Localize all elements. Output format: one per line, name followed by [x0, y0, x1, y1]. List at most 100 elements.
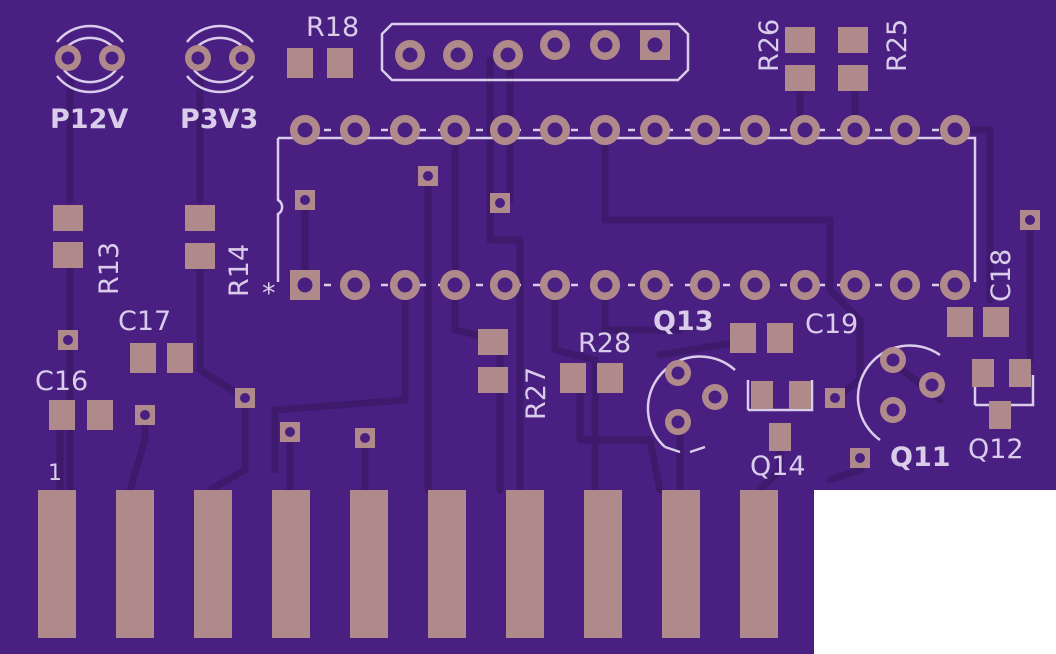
edge-finger-1 — [38, 490, 76, 638]
via-pad — [418, 166, 438, 186]
q13-pin — [702, 384, 728, 410]
edge-finger-3 — [194, 490, 232, 638]
c16-pad — [49, 400, 75, 430]
edge-finger-5 — [350, 490, 388, 638]
header-pin — [540, 30, 570, 60]
label-r25: R25 — [882, 19, 913, 72]
r26-pad — [785, 65, 815, 91]
via-pad — [850, 448, 870, 468]
q14-pad — [769, 423, 791, 451]
ic-pin-top — [940, 115, 970, 145]
ic-pin-bottom — [790, 270, 820, 300]
p12v-pin — [99, 45, 125, 71]
ic-pin-bottom — [390, 270, 420, 300]
label-c16: C16 — [35, 366, 88, 397]
r13-pad — [53, 242, 83, 268]
r28-pad — [560, 363, 586, 393]
header-pin-1 — [640, 30, 670, 60]
r27-pad — [478, 329, 508, 355]
ic-pin-bottom — [840, 270, 870, 300]
q13-outline — [646, 355, 736, 454]
edge-finger-9 — [662, 490, 700, 638]
label-c19: C19 — [805, 309, 858, 340]
r26-pad — [785, 27, 815, 53]
ic-pin-bottom — [940, 270, 970, 300]
ic-pin-top — [790, 115, 820, 145]
ic-pin-top — [690, 115, 720, 145]
r25-pad — [838, 65, 868, 91]
q13-pin — [665, 409, 691, 435]
edge-finger-6 — [428, 490, 466, 638]
header-outline — [380, 22, 690, 82]
r18-pad — [327, 48, 353, 78]
ic-pin-top — [590, 115, 620, 145]
q11-pin — [880, 397, 906, 423]
ic-pin-top — [740, 115, 770, 145]
q14-pad — [789, 381, 811, 409]
ic-pin-bottom — [890, 270, 920, 300]
label-r28: R28 — [578, 328, 631, 359]
edge-finger-2 — [116, 490, 154, 638]
ic-pin-top — [490, 115, 520, 145]
edge-finger-4 — [272, 490, 310, 638]
edge-finger-8 — [584, 490, 622, 638]
label-c18: C18 — [986, 249, 1017, 302]
q12-pad — [972, 359, 994, 387]
via-pad — [280, 422, 300, 442]
r13-pad — [53, 205, 83, 231]
q11-pin — [919, 372, 945, 398]
label-r27: R27 — [521, 367, 552, 420]
via-pad — [825, 388, 845, 408]
p12v-pin — [55, 45, 81, 71]
ic-pin-bottom — [540, 270, 570, 300]
c17-pad — [130, 343, 156, 373]
p12v-outline — [56, 24, 124, 94]
label-q14: Q14 — [750, 451, 806, 482]
c19-pad — [730, 323, 756, 353]
q11-pin — [880, 347, 906, 373]
via-pad — [490, 193, 510, 213]
ic-pin1-marker: * — [262, 278, 276, 309]
ic-pin-bottom — [690, 270, 720, 300]
header-pin — [443, 40, 473, 70]
label-q12: Q12 — [968, 434, 1024, 465]
ic-pin-bottom — [340, 270, 370, 300]
label-p3v3: P3V3 — [180, 104, 258, 135]
ic-pin-top — [290, 115, 320, 145]
q12-pad — [989, 401, 1011, 429]
ic-pin-bottom — [740, 270, 770, 300]
r14-pad — [185, 243, 215, 269]
label-q11: Q11 — [890, 442, 951, 473]
via-pad — [355, 428, 375, 448]
q14-outline — [746, 380, 814, 412]
silkscreen-labels: P12V P3V3 R18 R26 R25 R13 R14 C17 C16 R2… — [35, 12, 1024, 486]
r28-pad — [597, 363, 623, 393]
label-r26: R26 — [754, 19, 785, 72]
label-r13: R13 — [94, 242, 125, 295]
via-pad — [235, 388, 255, 408]
ic-pin-top — [640, 115, 670, 145]
q14-pad — [751, 381, 773, 409]
c18-pad — [983, 307, 1009, 337]
ic-pin-bottom — [440, 270, 470, 300]
p3v3-pin — [229, 45, 255, 71]
c17-pad — [167, 343, 193, 373]
c19-pad — [767, 323, 793, 353]
label-c17: C17 — [118, 306, 171, 337]
via-pad — [58, 330, 78, 350]
ic-pin-top — [440, 115, 470, 145]
edge-finger-10 — [740, 490, 778, 638]
via-pad — [1020, 210, 1040, 230]
p3v3-pin — [185, 45, 211, 71]
p3v3-outline — [186, 24, 254, 94]
ic-pin-top — [540, 115, 570, 145]
ic-pin-top — [340, 115, 370, 145]
ic-pin-bottom — [290, 270, 320, 300]
q11-outline — [856, 344, 941, 442]
via-pad — [135, 405, 155, 425]
header-pin — [395, 40, 425, 70]
r14-pad — [185, 205, 215, 231]
header-pin — [590, 30, 620, 60]
